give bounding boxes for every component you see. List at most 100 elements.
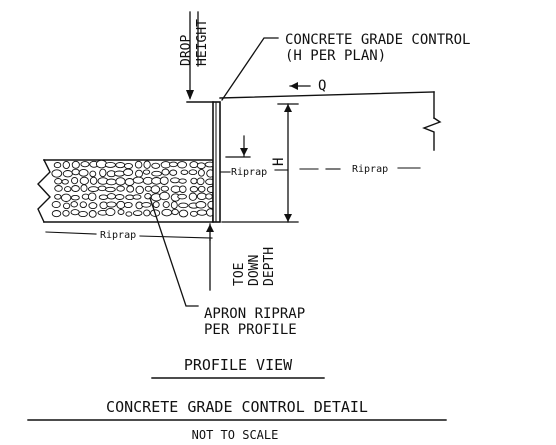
control-callout-leader: [221, 37, 279, 101]
riprap-right-label: Riprap: [352, 164, 388, 175]
riprap-stone: [70, 209, 80, 216]
riprap-stone: [124, 178, 135, 186]
apron-callout-leader: [149, 197, 199, 307]
riprap-stone: [87, 192, 97, 201]
riprap-stone: [117, 209, 125, 215]
riprap-stone: [104, 161, 116, 168]
h-dimension: [221, 103, 299, 223]
riprap-bottom-label: Riprap: [100, 230, 136, 241]
riprap-stone: [54, 185, 63, 192]
flow-label: Q: [318, 78, 326, 94]
riprap-stone: [80, 184, 88, 192]
riprap-stone: [178, 209, 189, 218]
control-label-line1: CONCRETE GRADE CONTROL: [285, 32, 470, 48]
riprap-stone: [205, 193, 213, 200]
riprap-stone: [106, 201, 117, 208]
riprap-stone: [70, 201, 78, 208]
riprap-stone: [62, 160, 70, 170]
riprap-stone: [160, 185, 169, 192]
riprap-stone: [62, 202, 71, 210]
riprap-stone: [196, 209, 208, 216]
riprap-stone: [60, 193, 72, 202]
riprap-stone: [71, 160, 80, 169]
riprap-stone: [162, 201, 170, 209]
riprap-stone: [177, 193, 187, 200]
riprap-stone: [179, 185, 187, 193]
detail-title: CONCRETE GRADE CONTROL DETAIL: [106, 398, 368, 416]
drop-label-line2: HEIGHT: [195, 19, 210, 66]
riprap-stone: [189, 186, 199, 193]
apron-length-dimension: [45, 231, 213, 239]
riprap-stone: [78, 210, 88, 218]
riprap-stone: [113, 170, 125, 177]
riprap-stone: [99, 168, 107, 178]
riprap-stone: [142, 169, 151, 175]
riprap-stone: [197, 185, 206, 193]
h-label: H: [271, 158, 287, 166]
riprap-stone: [106, 178, 117, 186]
riprap-dashed-line: [220, 167, 421, 173]
toe-down-dimension: [206, 223, 214, 291]
riprap-stone: [189, 210, 198, 217]
riprap-stone: [80, 161, 90, 168]
riprap-stone: [126, 185, 135, 193]
riprap-stone: [132, 194, 142, 200]
riprap-stone: [71, 176, 79, 185]
riprap-stone: [71, 168, 80, 176]
riprap-stone: [115, 177, 126, 186]
riprap-stone: [195, 201, 207, 209]
riprap-stone: [54, 178, 63, 185]
drop-label-line1: DROP: [179, 35, 194, 66]
riprap-stone: [151, 162, 161, 169]
toe-label-line3: DEPTH: [262, 247, 277, 286]
riprap-stone: [70, 194, 80, 201]
riprap-stone: [71, 185, 80, 192]
riprap-stone: [170, 201, 178, 210]
riprap-stone: [143, 209, 151, 217]
riprap-stone: [53, 162, 62, 169]
riprap-stone: [64, 186, 72, 193]
riprap-stone: [161, 168, 170, 176]
grade-control-wall: [186, 101, 221, 223]
riprap-stone: [116, 185, 125, 192]
riprap-stone: [161, 208, 173, 217]
riprap-stone: [178, 202, 189, 209]
riprap-stone: [51, 200, 61, 209]
riprap-stone: [123, 201, 133, 209]
riprap-stone: [150, 185, 161, 194]
riprap-stone: [180, 169, 189, 175]
view-title: PROFILE VIEW: [184, 356, 293, 374]
upstream-water-surface: [219, 82, 442, 151]
apron-label-line2: PER PROFILE: [204, 322, 297, 338]
riprap-stone: [171, 208, 179, 216]
riprap-stone: [132, 210, 143, 216]
riprap-stone: [79, 201, 87, 209]
step-marker: [225, 135, 251, 158]
riprap-stone: [105, 207, 116, 217]
riprap-stone: [61, 179, 69, 185]
riprap-stone: [159, 191, 170, 201]
riprap-stone: [125, 211, 133, 217]
riprap-stone: [135, 169, 143, 178]
riprap-stone: [135, 185, 144, 195]
riprap-stone: [89, 170, 97, 178]
riprap-stone: [62, 170, 73, 178]
apron-label-line1: APRON RIPRAP: [204, 306, 305, 322]
riprap-stone: [124, 162, 133, 170]
apron-riprap-mass: [37, 159, 217, 223]
riprap-stone: [189, 161, 199, 169]
riprap-stone: [105, 186, 116, 193]
riprap-stone: [123, 168, 134, 177]
riprap-stone: [132, 176, 144, 184]
riprap-stone: [168, 161, 178, 168]
scale-note: NOT TO SCALE: [192, 428, 279, 442]
riprap-stone: [62, 209, 70, 217]
riprap-stone: [144, 185, 153, 192]
drop-height-dimension: [186, 11, 199, 100]
riprap-stone: [178, 178, 187, 184]
riprap-stone: [197, 168, 205, 177]
riprap-stone: [169, 169, 178, 176]
toe-label-line2: DOWN: [247, 255, 262, 286]
riprap-stone: [88, 202, 98, 210]
